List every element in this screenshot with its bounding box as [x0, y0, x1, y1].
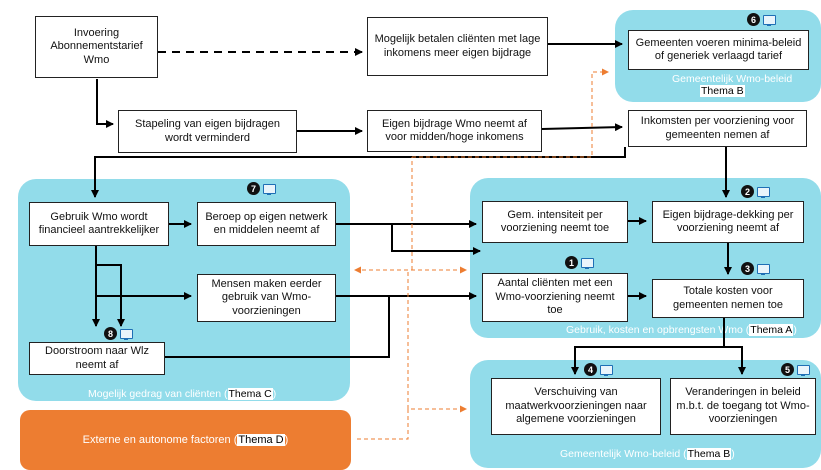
badge-5: 5 [781, 363, 810, 376]
box-doorstroom: Doorstroom naar Wlz neemt af [29, 342, 165, 375]
badge-3: 3 [741, 262, 770, 275]
region-tag: Thema C [227, 388, 273, 400]
region-title-thema-a: Gebruik, kosten en opbrengsten Wmo (Them… [566, 324, 797, 336]
number-2-icon: 2 [741, 185, 754, 198]
region-label: Mogelijk gedrag van cliënten [88, 388, 222, 400]
box-eigen-bijdrage-neemt-af: Eigen bijdrage Wmo neemt af voor midden/… [367, 110, 542, 152]
region-title-thema-b-bottom: Gemeentelijk Wmo-beleid (Thema B) [560, 448, 735, 460]
badge-8: 8 [104, 327, 133, 340]
box-mogelijk-betalen: Mogelijk betalen cliënten met lage inkom… [367, 17, 548, 76]
monitor-icon [757, 263, 770, 275]
region-tag: Thema B [700, 85, 745, 97]
box-dekking: Eigen bijdrage-dekking per voorziening n… [652, 201, 804, 243]
region-label: Gebruik, kosten en opbrengsten Wmo [566, 324, 743, 336]
badge-1: 1 [565, 256, 594, 269]
region-label: Gemeentelijk Wmo-beleid [672, 73, 793, 85]
monitor-icon [120, 328, 133, 340]
extern-label: Externe en autonome factoren [82, 434, 231, 446]
box-invoering: Invoering Abonnementstarief Wmo [35, 16, 158, 78]
number-5-icon: 5 [781, 363, 794, 376]
monitor-icon [263, 183, 276, 195]
box-inkomsten: Inkomsten per voorziening voor gemeenten… [628, 110, 807, 147]
box-gebruik-aantrekkelijker: Gebruik Wmo wordt financieel aantrekkeli… [29, 202, 169, 246]
box-totale-kosten: Totale kosten voor gemeenten nemen toe [652, 279, 804, 318]
extern-tag: Thema D [237, 434, 285, 446]
monitor-icon [757, 186, 770, 198]
monitor-icon [797, 364, 810, 376]
box-stapeling: Stapeling van eigen bijdragen wordt verm… [118, 110, 297, 153]
box-gemeenten-minima: Gemeenten voeren minima-beleid of generi… [628, 30, 809, 70]
region-tag: Thema A [749, 324, 794, 336]
monitor-icon [600, 364, 613, 376]
region-label: Gemeentelijk Wmo-beleid [560, 448, 681, 460]
badge-7: 7 [247, 182, 276, 195]
monitor-icon [581, 257, 594, 269]
box-veranderingen: Veranderingen in beleid m.b.t. de toegan… [670, 378, 816, 435]
region-tag: Thema B [686, 448, 732, 460]
box-verschuiving: Verschuiving van maatwerkvoorzieningen n… [491, 378, 661, 435]
number-1-icon: 1 [565, 256, 578, 269]
region-extern: Externe en autonome factoren (Thema D) [20, 410, 351, 470]
region-title-thema-b-top: Gemeentelijk Wmo-beleid Thema B [672, 73, 792, 97]
number-6-icon: 6 [747, 13, 760, 26]
region-title-thema-c: Mogelijk gedrag van cliënten (Thema C) [88, 388, 277, 400]
number-4-icon: 4 [584, 363, 597, 376]
box-beroep-netwerk: Beroep op eigen netwerk en middelen neem… [197, 202, 336, 246]
box-eerder-gebruik: Mensen maken eerder gebruik van Wmo-voor… [197, 274, 336, 322]
number-8-icon: 8 [104, 327, 117, 340]
number-3-icon: 3 [741, 262, 754, 275]
number-7-icon: 7 [247, 182, 260, 195]
badge-2: 2 [741, 185, 770, 198]
box-aantal-clienten: Aantal cliënten met een Wmo-voorziening … [482, 273, 628, 322]
badge-4: 4 [584, 363, 613, 376]
box-gem-intensiteit: Gem. intensiteit per voorziening neemt t… [482, 201, 628, 243]
badge-6: 6 [747, 13, 776, 26]
monitor-icon [763, 14, 776, 26]
